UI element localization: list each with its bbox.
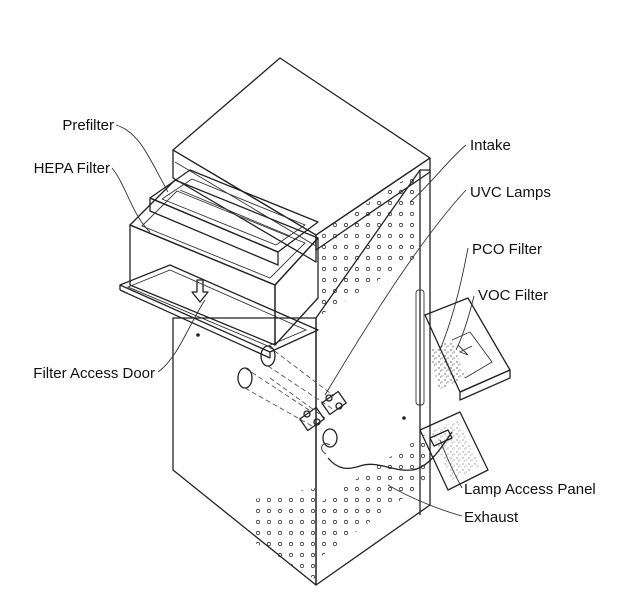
intake-grille xyxy=(316,170,420,318)
leader-lines xyxy=(111,124,475,517)
pco-filter-media xyxy=(430,340,465,390)
uvc-lamps xyxy=(237,345,347,448)
label-intake: Intake xyxy=(470,137,511,154)
label-prefilter: Prefilter xyxy=(62,117,114,134)
label-uvc-lamps: UVC Lamps xyxy=(470,184,551,201)
pco-voc-filter-tray xyxy=(424,297,511,401)
cabinet xyxy=(172,57,432,586)
label-exhaust: Exhaust xyxy=(464,509,519,526)
cabinet-hood-front xyxy=(172,149,317,263)
label-voc-filter: VOC Filter xyxy=(478,287,548,304)
prefilter xyxy=(149,169,319,266)
lamp-access-panel xyxy=(419,411,489,491)
label-filter-access-door: Filter Access Door xyxy=(33,365,155,382)
filter-access-door xyxy=(119,264,319,359)
labels: Prefilter HEPA Filter Filter Access Door… xyxy=(33,117,595,526)
label-lamp-access-panel: Lamp Access Panel xyxy=(464,481,596,498)
power-cord xyxy=(321,431,453,471)
hepa-filter xyxy=(129,179,319,346)
label-hepa-filter: HEPA Filter xyxy=(34,160,110,177)
lamp-base xyxy=(299,390,347,432)
label-pco-filter: PCO Filter xyxy=(472,241,542,258)
front-lower-grille xyxy=(250,488,316,580)
insert-arrow-icon xyxy=(191,279,209,303)
